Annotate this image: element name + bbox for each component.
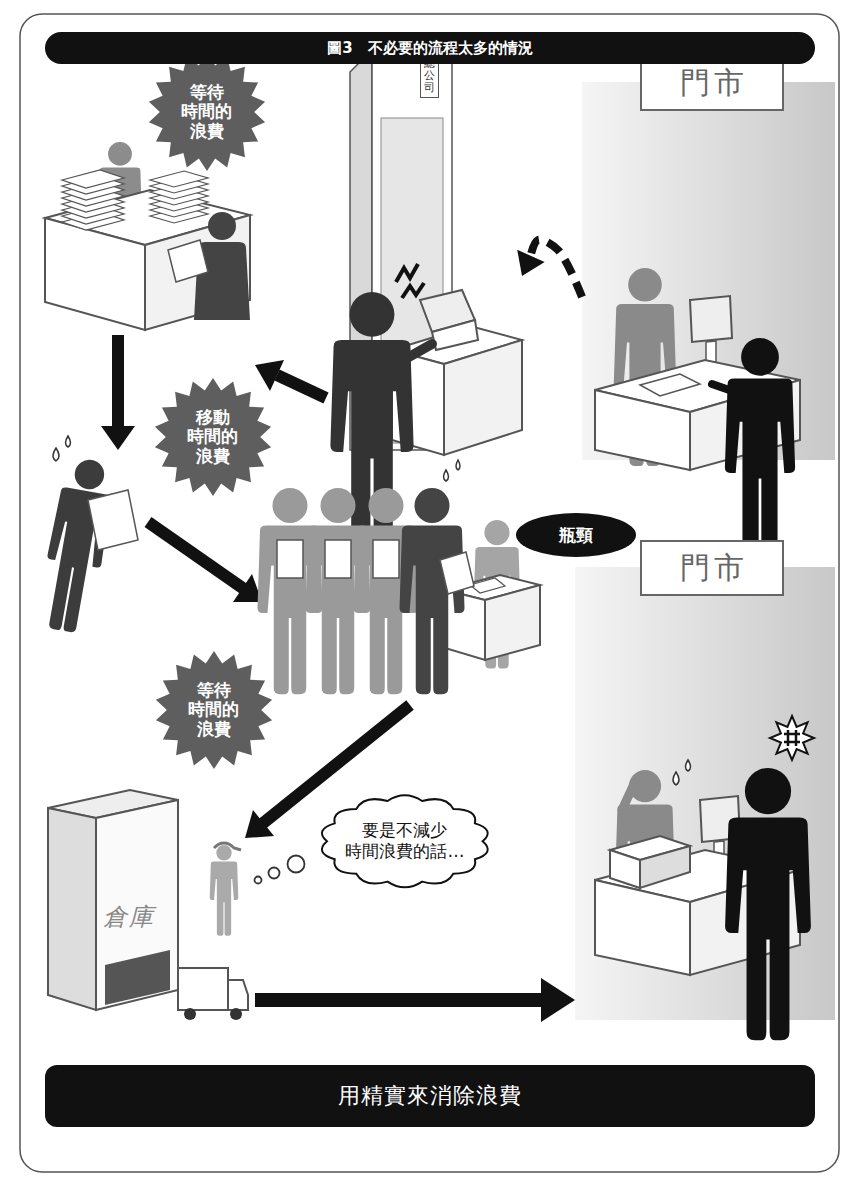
flow-arrow xyxy=(517,240,582,297)
back-office-desk xyxy=(150,171,208,187)
flow-arrows xyxy=(277,375,326,398)
thinking-worker xyxy=(210,843,305,936)
store-bottom xyxy=(673,772,679,785)
flow-arrows xyxy=(101,426,135,450)
warehouse xyxy=(96,800,178,1010)
warehouse xyxy=(105,950,170,1005)
warehouse-label: 倉庫 xyxy=(103,903,155,932)
burst-text: 等待 時間的 浪費 xyxy=(178,83,236,142)
thought-text: 要是不減少 時間浪費的話… xyxy=(340,820,469,863)
truck xyxy=(184,1008,196,1020)
store: 門市 xyxy=(582,82,835,460)
flow-connector xyxy=(255,993,544,1007)
thought-bubble: 要是不減少 時間浪費的話… xyxy=(319,792,491,891)
store-top xyxy=(690,296,732,342)
store-top xyxy=(595,390,690,470)
store-top xyxy=(582,82,835,561)
waste-burst: 等待 時間的 浪費 xyxy=(154,650,274,770)
cloud-shape xyxy=(322,795,488,887)
store-bottom xyxy=(770,716,814,760)
thinking-worker xyxy=(255,877,262,884)
caption-bar: 用精實來消除浪費 xyxy=(45,1065,815,1127)
title-bar: 圖3 不必要的流程太多的情況 xyxy=(45,32,815,64)
store-bottom xyxy=(575,567,835,1020)
figure-title: 圖3 不必要的流程太多的情況 xyxy=(327,39,532,57)
walking-clerk xyxy=(88,490,138,550)
back-office-desk xyxy=(45,142,250,330)
flow-arrows xyxy=(148,522,244,589)
store-bottom xyxy=(770,716,814,760)
flow-connector xyxy=(530,240,582,297)
walking-clerk xyxy=(66,436,71,447)
store-top xyxy=(640,374,700,396)
burst-shape xyxy=(156,651,272,769)
queue xyxy=(485,585,540,660)
queue xyxy=(373,540,399,578)
burst-shape xyxy=(149,53,265,171)
store-top xyxy=(725,338,795,561)
head-office-clerk xyxy=(400,344,432,362)
truck xyxy=(228,980,248,1010)
store-bottom xyxy=(575,567,835,1040)
thinking-worker xyxy=(269,868,280,879)
queue xyxy=(456,460,460,470)
store-bottom xyxy=(610,850,640,888)
queue xyxy=(277,540,303,578)
back-office-desk xyxy=(45,218,145,330)
arrowhead xyxy=(517,250,544,276)
queue xyxy=(440,552,474,594)
head-office-counter xyxy=(444,340,522,455)
store-bottom xyxy=(640,846,690,888)
head-office: 總公司 xyxy=(340,40,522,460)
store-sign: 門市 xyxy=(640,540,784,596)
warehouse: 倉庫 xyxy=(45,785,255,1035)
head-office-clerk xyxy=(402,283,424,298)
back-office-desk xyxy=(208,212,236,240)
head-office-clerk xyxy=(396,264,418,282)
thinking-worker xyxy=(210,845,239,936)
queue xyxy=(325,540,351,578)
figure-caption: 用精實來消除浪費 xyxy=(338,1083,522,1109)
flow-arrows xyxy=(245,810,274,838)
head-office-counter xyxy=(432,320,478,350)
bottleneck-text: 瓶頸 xyxy=(559,525,593,545)
thinking-worker xyxy=(214,843,241,850)
warehouse xyxy=(48,808,96,1010)
burst-text: 等待 時間的 浪費 xyxy=(185,681,243,740)
bottleneck-shape xyxy=(516,513,636,557)
waste-burst: 移動 時間的 浪費 xyxy=(153,377,273,497)
flow-arrows xyxy=(255,360,284,391)
queue xyxy=(470,578,505,593)
store-bottom xyxy=(725,768,811,1040)
burst-text: 移動 時間的 浪費 xyxy=(184,408,242,467)
walking-clerk xyxy=(53,448,59,461)
flow-arrows xyxy=(112,335,124,428)
walking-clerk xyxy=(35,436,138,635)
store: 門市 xyxy=(575,567,835,1020)
queue xyxy=(444,470,449,481)
truck xyxy=(230,1008,242,1020)
truck xyxy=(178,968,228,1010)
flow-arrow xyxy=(255,978,575,1022)
arrowhead xyxy=(541,978,575,1022)
page-frame xyxy=(20,14,839,1172)
flow-arrows xyxy=(233,574,262,602)
warehouse xyxy=(48,790,178,1010)
queue xyxy=(445,590,485,660)
store-bottom xyxy=(622,784,634,810)
store-bottom xyxy=(686,760,691,771)
truck xyxy=(178,968,248,1020)
thinking-worker xyxy=(288,856,305,873)
bottleneck-oval: 瓶頸 xyxy=(515,512,637,558)
waste-burst: 等待 時間的 浪費 xyxy=(147,52,267,172)
back-office-desk xyxy=(168,240,208,282)
store-bottom xyxy=(595,880,690,975)
burst-shape xyxy=(155,378,271,496)
store-top xyxy=(712,384,735,392)
queue xyxy=(258,460,541,694)
store-bottom xyxy=(784,730,800,746)
back-office-desk xyxy=(62,170,124,188)
